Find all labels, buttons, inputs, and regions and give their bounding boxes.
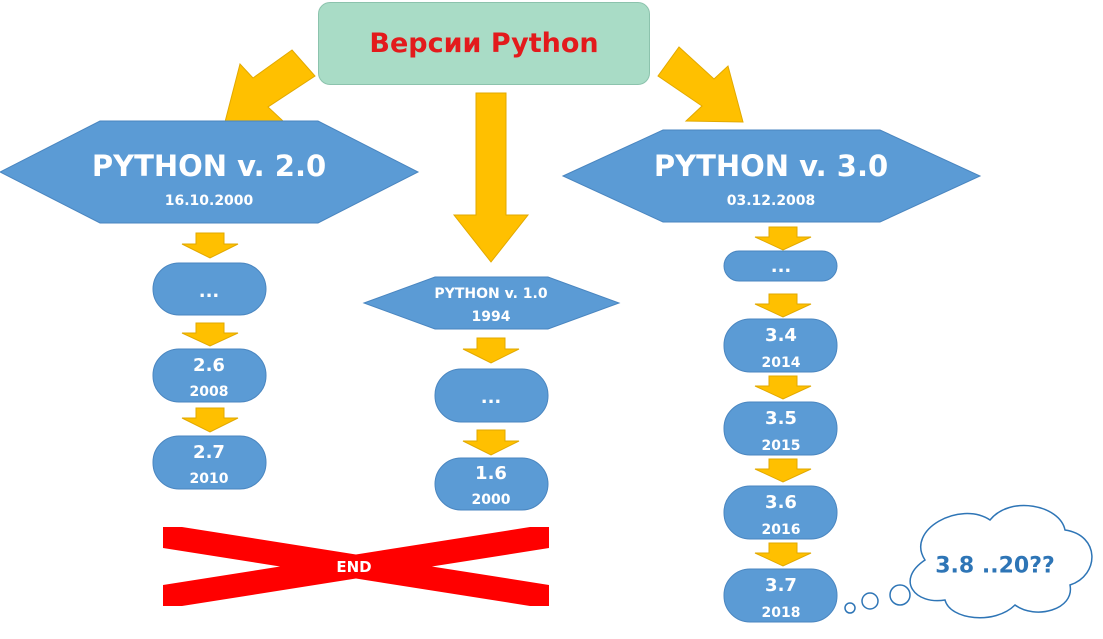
- v3-step-arrow-1: [754, 226, 812, 251]
- thought-cloud: [844, 504, 1093, 619]
- v3-version-label-1: ...: [770, 256, 792, 277]
- v2-version-year-2: 2008: [189, 384, 229, 400]
- v1-version-label-1: ...: [480, 387, 502, 408]
- v2-header-shape: [0, 120, 420, 224]
- v3-version-year-5: 2018: [761, 605, 801, 621]
- v1-version-year-2: 2000: [471, 492, 511, 508]
- v3-header-title: PYTHON v. 3.0: [653, 149, 889, 183]
- v3-version-year-3: 2015: [761, 438, 801, 454]
- v1-version-pill-2: [434, 457, 549, 511]
- v3-version-year-4: 2016: [761, 522, 801, 538]
- v3-step-arrow-2: [754, 293, 812, 318]
- v2-version-pill-3: [152, 435, 267, 490]
- future-versions-note: 3.8 ..20??: [935, 553, 1055, 579]
- diagram-title: Версии Python: [318, 2, 650, 85]
- v2-header-date: 16.10.2000: [164, 193, 254, 209]
- v3-header-shape: [561, 129, 982, 223]
- arrow-to-v2: [224, 49, 316, 123]
- v1-header-shape: [362, 276, 621, 330]
- v3-version-pill-2: [723, 318, 838, 373]
- end-cross-bar-2: [163, 527, 549, 606]
- v1-step-arrow-2: [462, 429, 520, 456]
- v2-header-title: PYTHON v. 2.0: [91, 149, 327, 183]
- v3-version-label-2: 3.4: [765, 325, 797, 346]
- v3-version-pill-3: [723, 401, 838, 456]
- arrow-to-v3: [657, 46, 744, 123]
- v1-version-label-2: 1.6: [475, 463, 507, 484]
- v3-version-pill-5: [723, 568, 838, 623]
- v3-version-year-2: 2014: [761, 355, 801, 371]
- v2-step-arrow-3: [181, 407, 239, 433]
- v3-step-arrow-5: [754, 542, 812, 567]
- v2-step-arrow-1: [181, 232, 239, 259]
- end-label: END: [336, 558, 372, 576]
- arrow-to-v1: [452, 92, 530, 263]
- v2-version-label-3: 2.7: [193, 442, 225, 463]
- v2-step-arrow-2: [181, 322, 239, 347]
- v2-version-pill-1: [152, 262, 267, 316]
- v1-header-date: 1994: [471, 309, 511, 325]
- v2-version-label-1: ...: [198, 281, 220, 302]
- v3-version-pill-1: [723, 250, 838, 282]
- v3-version-label-5: 3.7: [765, 575, 797, 596]
- v3-step-arrow-4: [754, 458, 812, 483]
- v3-version-label-4: 3.6: [765, 492, 797, 513]
- v3-version-label-3: 3.5: [765, 408, 797, 429]
- v1-version-pill-1: [434, 368, 549, 423]
- v2-version-year-3: 2010: [189, 471, 229, 487]
- v2-version-pill-2: [152, 348, 267, 403]
- v2-version-label-2: 2.6: [193, 355, 225, 376]
- v3-step-arrow-3: [754, 375, 812, 400]
- v3-version-pill-4: [723, 485, 838, 540]
- v1-step-arrow-1: [462, 337, 520, 364]
- v3-header-date: 03.12.2008: [726, 193, 816, 209]
- v1-header-title: PYTHON v. 1.0: [434, 286, 548, 302]
